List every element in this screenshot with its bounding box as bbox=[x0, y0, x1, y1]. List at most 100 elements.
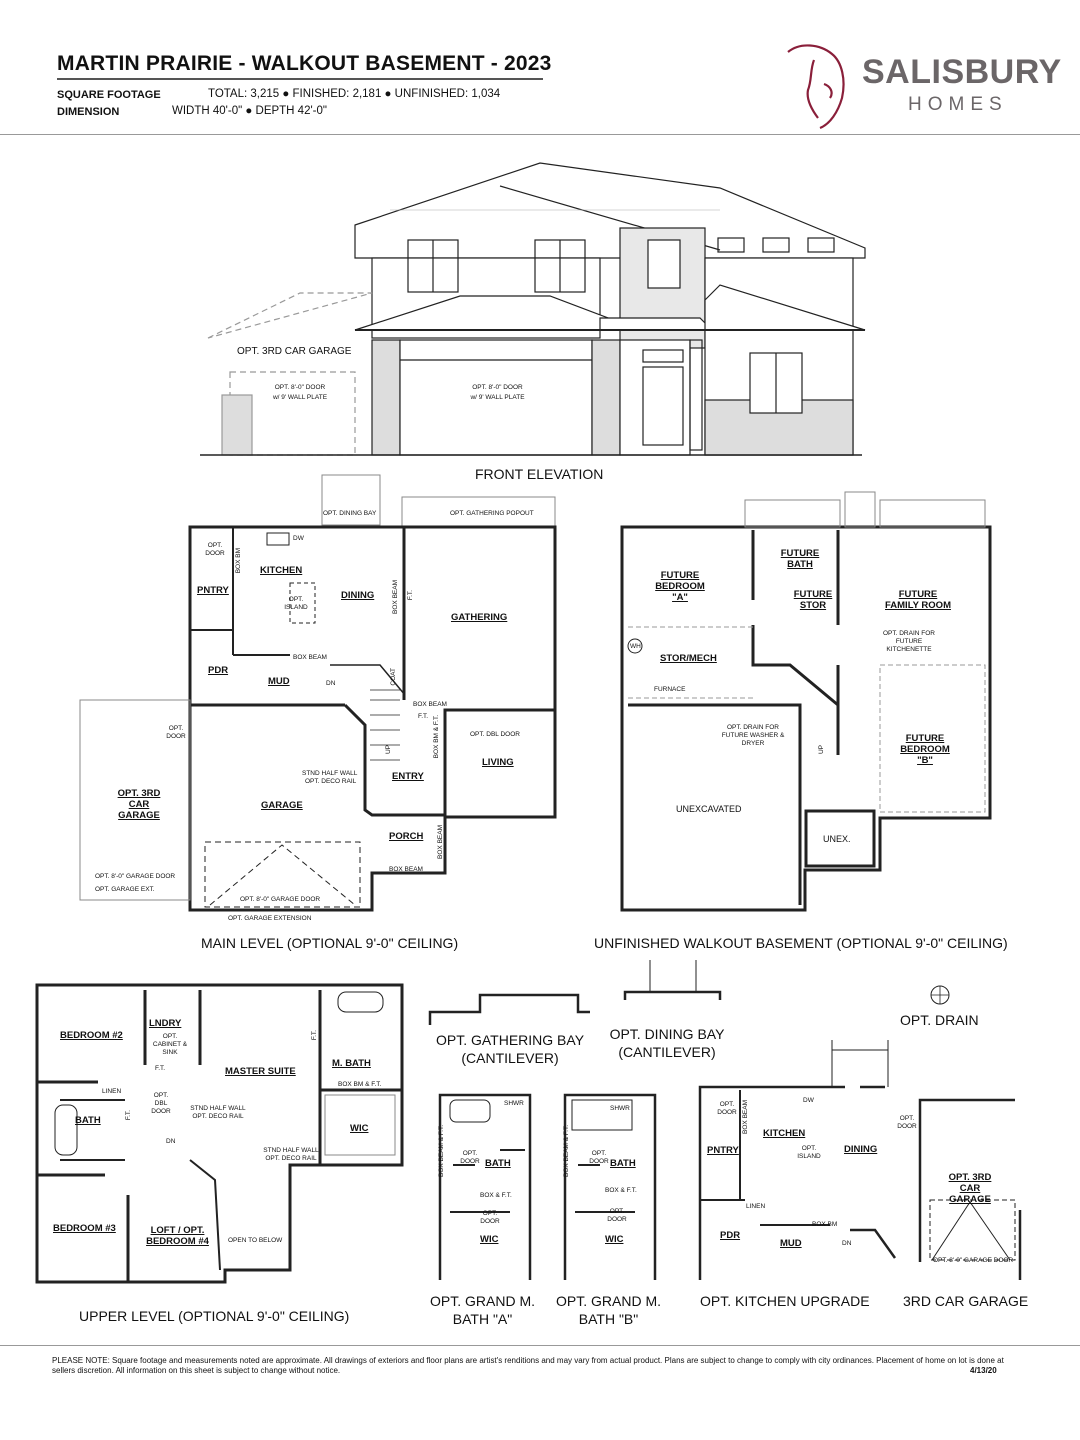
lion-logo-icon bbox=[787, 44, 845, 130]
grand-bath-b-caption: OPT. GRAND M. BATH "B" bbox=[556, 1293, 662, 1327]
shower-label: SHWR bbox=[504, 1100, 524, 1107]
box-ft-label: BOX & F.T. bbox=[605, 1187, 637, 1194]
title-underline bbox=[57, 78, 543, 80]
dimension-label: DIMENSION bbox=[57, 106, 120, 118]
opt-door-label: OPT. DOOR bbox=[897, 1115, 917, 1130]
room-storage-mechanical: STOR/MECH bbox=[660, 653, 717, 664]
basement-plan bbox=[620, 491, 992, 912]
opt-dbl-door-label: OPT. DBL DOOR bbox=[151, 1092, 171, 1115]
stairs-down-label: DN bbox=[326, 680, 336, 687]
unex-label: UNEX. bbox=[823, 834, 851, 844]
opt-dbl-door-label: OPT. DBL DOOR bbox=[470, 731, 520, 738]
room-mud-upgrade: MUD bbox=[780, 1238, 802, 1249]
elevation-door-right: OPT. 8'-0" DOOR bbox=[472, 384, 523, 391]
header-divider bbox=[0, 134, 1080, 135]
front-elevation-drawing bbox=[200, 162, 866, 456]
room-bedroom-3: BEDROOM #3 bbox=[53, 1223, 116, 1234]
room-opt-3rd-garage: OPT. 3RD CAR GARAGE bbox=[948, 1172, 992, 1205]
elevation-door-right-2: w/ 9' WALL PLATE bbox=[470, 394, 525, 401]
third-car-garage-caption: 3RD CAR GARAGE bbox=[903, 1293, 1029, 1309]
ft-label: F.T. bbox=[155, 1065, 166, 1072]
opt-door-label: OPT. DOOR bbox=[460, 1150, 480, 1165]
box-beam-ft-label: BOX BEAM & F.T. bbox=[563, 1125, 570, 1178]
opt-island-label: OPT. ISLAND bbox=[284, 596, 308, 611]
room-future-family: FUTURE FAMILY ROOM bbox=[885, 589, 951, 611]
room-dining-upgrade: DINING bbox=[844, 1144, 878, 1155]
opt-door-label: OPT. DOOR bbox=[480, 1210, 500, 1225]
room-powder-upgrade: PDR bbox=[720, 1230, 741, 1241]
ft-label: F.T. bbox=[311, 1030, 318, 1041]
opt-garage-ext-label: OPT. GARAGE EXT. bbox=[95, 886, 155, 893]
box-bm-ft-label: BOX BM & F.T. bbox=[338, 1081, 382, 1088]
room-wic-b: WIC bbox=[605, 1234, 624, 1245]
opt-door-label: OPT. DOOR bbox=[589, 1150, 609, 1165]
stairs-down-label: DN bbox=[166, 1138, 176, 1145]
page-title: MARTIN PRAIRIE - WALKOUT BASEMENT - 2023 bbox=[57, 52, 552, 75]
room-pantry: PNTRY bbox=[197, 585, 229, 596]
room-future-bedroom-a: FUTURE BEDROOM "A" bbox=[655, 570, 705, 603]
stairs-up-label: UP bbox=[385, 745, 392, 755]
brand-name: SALISBURY bbox=[862, 53, 1062, 91]
room-bedroom-2: BEDROOM #2 bbox=[60, 1030, 123, 1041]
room-loft: LOFT / OPT. BEDROOM #4 bbox=[146, 1225, 209, 1247]
elevation-door-left: OPT. 8'-0" DOOR bbox=[274, 384, 326, 391]
box-beam-ft-label: BOX BEAM & F.T. bbox=[438, 1125, 445, 1178]
room-master-suite: MASTER SUITE bbox=[225, 1066, 296, 1077]
drain-caption: OPT. DRAIN bbox=[900, 1012, 979, 1028]
room-kitchen-upgrade: KITCHEN bbox=[763, 1128, 806, 1139]
room-opt-3rd-garage: OPT. 3RD CAR GARAGE bbox=[117, 788, 161, 821]
footer-divider bbox=[0, 1345, 1080, 1346]
room-pantry-upgrade: PNTRY bbox=[707, 1145, 739, 1156]
linen-label: LINEN bbox=[102, 1088, 122, 1095]
box-bm-label: BOX BM bbox=[812, 1221, 838, 1228]
room-dining: DINING bbox=[341, 590, 375, 601]
opt-cabinet-label: OPT. CABINET & SINK bbox=[152, 1033, 188, 1056]
coat-closet-label: COAT bbox=[390, 668, 397, 686]
grand-bath-a-caption: OPT. GRAND M. BATH "A" bbox=[430, 1293, 536, 1327]
dw-label: DW bbox=[803, 1097, 814, 1104]
dining-bay-caption: OPT. DINING BAY (CANTILEVER) bbox=[609, 1026, 725, 1060]
box-bm-label: BOX BM bbox=[235, 548, 242, 574]
box-beam-label: BOX BEAM bbox=[437, 825, 444, 859]
options-drawings bbox=[428, 960, 1022, 1280]
room-kitchen: KITCHEN bbox=[260, 565, 303, 576]
brand-subtitle: HOMES bbox=[908, 94, 1008, 115]
room-future-bedroom-b: FUTURE BEDROOM "B" bbox=[900, 733, 950, 766]
room-garage: GARAGE bbox=[261, 800, 303, 811]
box-beam-label: BOX BEAM bbox=[293, 654, 327, 661]
linen-label: LINEN bbox=[746, 1203, 766, 1210]
upper-level-caption: UPPER LEVEL (OPTIONAL 9'-0" CEILING) bbox=[79, 1308, 350, 1324]
room-powder: PDR bbox=[208, 665, 229, 676]
room-gathering: GATHERING bbox=[451, 612, 508, 623]
drain-kitchenette-label: OPT. DRAIN FOR FUTURE KITCHENETTE bbox=[882, 630, 935, 653]
box-ft-label: BOX & F.T. bbox=[480, 1192, 512, 1199]
box-beam-label: BOX BEAM bbox=[742, 1100, 749, 1134]
box-beam-label: BOX BEAM bbox=[389, 866, 423, 873]
room-bath-a: BATH bbox=[485, 1158, 511, 1169]
elevation-door-left-2: w/ 9' WALL PLATE bbox=[272, 394, 328, 401]
opt-door-label: OPT. DOOR bbox=[166, 725, 186, 740]
basement-caption: UNFINISHED WALKOUT BASEMENT (OPTIONAL 9'… bbox=[594, 935, 1008, 951]
drain-washer-label: OPT. DRAIN FOR FUTURE WASHER & DRYER bbox=[721, 724, 785, 747]
opt-door-label: OPT. DOOR bbox=[717, 1101, 737, 1116]
room-porch: PORCH bbox=[389, 831, 424, 842]
disclaimer-note: PLEASE NOTE: Square footage and measurem… bbox=[52, 1356, 1004, 1375]
room-entry: ENTRY bbox=[392, 771, 424, 782]
stairs-up-label: UP bbox=[818, 745, 825, 755]
opt-gathering-popout-label: OPT. GATHERING POPOUT bbox=[450, 510, 534, 517]
shower-label: SHWR bbox=[610, 1105, 630, 1112]
room-future-storage: FUTURE STOR bbox=[793, 589, 833, 611]
opt-garage-door-label: OPT. 8'-0" GARAGE DOOR bbox=[933, 1257, 1014, 1264]
opt-garage-door-label: OPT. 8'-0" GARAGE DOOR bbox=[240, 896, 321, 903]
half-wall-label: STND HALF WALL OPT. DECO RAIL bbox=[263, 1147, 319, 1162]
box-bm-ft-label: BOX BM & F.T. bbox=[433, 715, 440, 759]
deco-rail-label: OPT. DECO RAIL bbox=[305, 778, 357, 785]
furnace-label: FURNACE bbox=[654, 686, 686, 693]
revision-date: 4/13/20 bbox=[970, 1366, 997, 1375]
ft-label: F.T. bbox=[418, 713, 429, 720]
opt-door-label: OPT. DOOR bbox=[607, 1208, 627, 1223]
half-wall-label: STND HALF WALL OPT. DECO RAIL bbox=[190, 1105, 246, 1120]
opt-dining-bay-label: OPT. DINING BAY bbox=[323, 510, 377, 517]
box-beam-label: BOX BEAM bbox=[392, 580, 399, 614]
